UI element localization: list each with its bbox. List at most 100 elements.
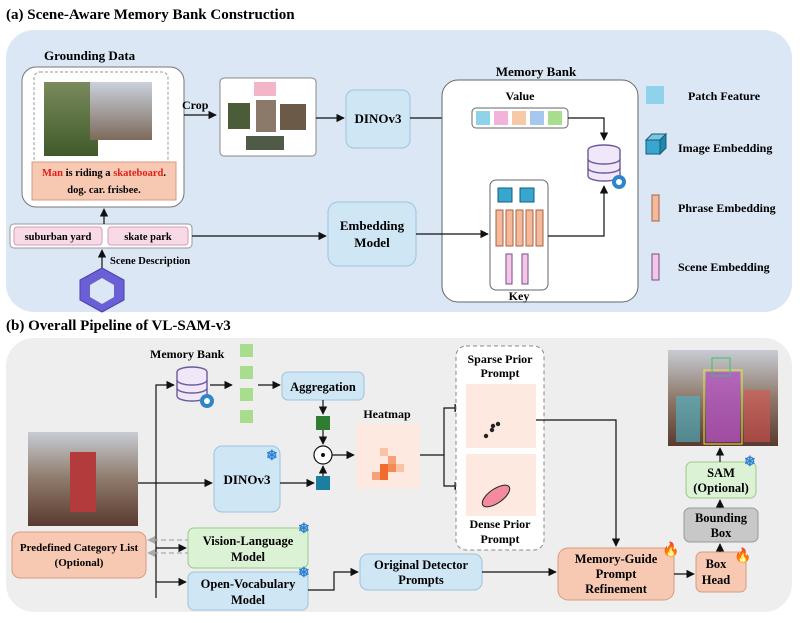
phrase-embedding-bars (495, 209, 544, 247)
value-cell (476, 111, 490, 125)
embedding-model-line2: Model (354, 235, 390, 250)
arrow-heatmap-sparse (420, 403, 463, 456)
scene-description-label: Scene Description (110, 256, 190, 267)
frozen-snowflake-icon: ❄ (744, 455, 756, 470)
frozen-snowflake-icon: ❄ (298, 566, 310, 581)
dense-prompt-box (466, 454, 536, 516)
output-bbox (711, 357, 731, 377)
original-prompts-line2: Prompts (398, 573, 444, 587)
trainable-flame-icon: 🔥 (662, 541, 679, 558)
key-label: Key (509, 289, 530, 303)
section-a-title: (a) Scene-Aware Memory Bank Construction (6, 7, 295, 23)
scene-tag-label: suburban yard (25, 232, 92, 243)
grounding-data-title: Grounding Data (44, 48, 136, 63)
box-head-line2: Head (702, 573, 731, 587)
database-icon (587, 144, 621, 182)
aggregation-label: Aggregation (290, 380, 356, 394)
dinov3-b-label: DINOv3 (224, 472, 271, 487)
gear-icon (200, 394, 214, 408)
database-icon (176, 366, 208, 402)
gear-icon (612, 175, 626, 189)
heatmap (356, 424, 420, 488)
output-bbox (703, 369, 743, 445)
refinement-line1: Memory-Guide (575, 552, 658, 566)
dense-prompt-mask (481, 484, 511, 508)
scene-embedding-bars (505, 253, 529, 285)
crop-patch (254, 82, 276, 96)
box-head-box (695, 551, 747, 593)
original-prompts-line1: Original Detector (374, 558, 469, 572)
memory-bank-title: Memory Bank (496, 64, 577, 79)
embedding-model-box (327, 201, 417, 267)
section-b-title: (b) Overall Pipeline of VL-SAM-v3 (6, 318, 231, 334)
trainable-flame-icon: 🔥 (734, 547, 751, 564)
crop-patch (228, 103, 250, 129)
dinov3-a-box (345, 89, 411, 149)
legend-patch-feature: Patch Feature (688, 89, 761, 103)
embedding-model-line1: Embedding (340, 218, 405, 233)
patch-feature (316, 476, 330, 490)
legend-scene-embedding-swatch (651, 253, 660, 281)
legend-phrase-embedding: Phrase Embedding (678, 201, 776, 215)
legend-image-embedding: Image Embedding (678, 141, 772, 155)
bounding-box-line1: Bounding (695, 511, 748, 525)
grounding-image-skater (90, 82, 152, 140)
dense-prompt-line1: Dense Prior (470, 517, 532, 531)
legend-image-embedding-swatch (644, 132, 668, 156)
caption-box (31, 161, 177, 201)
sparse-prompt-box (466, 384, 536, 448)
crop-patch (256, 100, 276, 132)
crop-patch (280, 104, 306, 130)
crop-patch (246, 136, 284, 150)
legend-scene-embedding: Scene Embedding (678, 260, 770, 274)
scene-tag-label: skate park (124, 232, 172, 243)
ovm-line1: Open-Vocabulary (201, 577, 296, 591)
grounding-image-dog (44, 82, 98, 156)
output-mask (676, 396, 700, 442)
vlm-line1: Vision-Language (203, 534, 294, 548)
output-mask (744, 390, 770, 442)
dinov3-b-box (213, 445, 281, 513)
legend-patch-feature-swatch (646, 86, 664, 104)
arrow-value-db (568, 117, 609, 141)
arrow-trunk-memory (155, 380, 175, 598)
sam-line2: (Optional) (693, 481, 749, 495)
category-list-line2: (Optional) (55, 557, 104, 569)
dense-prompt-line2: Prompt (480, 532, 519, 546)
scene-tag (13, 226, 103, 246)
sparse-prompt-points (483, 421, 501, 439)
input-image-person (70, 452, 96, 512)
ovm-box (187, 571, 309, 611)
scene-tag (107, 226, 189, 246)
value-cell (494, 111, 508, 125)
value-cell (530, 111, 544, 125)
legend-phrase-embedding-swatch (651, 194, 660, 222)
sparse-prompt-line2: Prompt (480, 366, 519, 380)
aggregated-feature (316, 416, 330, 430)
frozen-snowflake-icon: ❄ (298, 522, 310, 537)
value-cell (548, 111, 562, 125)
dinov3-a-label: DINOv3 (355, 111, 402, 126)
sparse-prompt-line1: Sparse Prior (468, 352, 534, 366)
memory-bank-b-title: Memory Bank (150, 347, 225, 361)
output-mask (706, 372, 740, 442)
dot-product-center (321, 453, 325, 457)
category-list-box (11, 531, 147, 579)
arrow-key-db (548, 185, 609, 237)
image-embedding-cubes (497, 187, 535, 203)
category-list-line1: Predefined Category List (20, 542, 139, 554)
caption-line1: Man is riding a skateboard. (42, 168, 166, 179)
value-cell (512, 111, 526, 125)
arrow-ovm-prompts (308, 567, 359, 591)
frozen-snowflake-icon: ❄ (266, 449, 278, 464)
sam-box (685, 461, 757, 499)
value-label: Value (506, 89, 536, 103)
vlm-box (187, 527, 309, 569)
caption-line2: dog. car. frisbee. (67, 185, 141, 196)
refinement-line3: Refinement (585, 582, 648, 596)
box-head-line1: Box (706, 557, 728, 571)
vlm-logo-icon (79, 267, 125, 313)
heatmap-title: Heatmap (363, 407, 411, 421)
refinement-line2: Prompt (596, 567, 638, 581)
